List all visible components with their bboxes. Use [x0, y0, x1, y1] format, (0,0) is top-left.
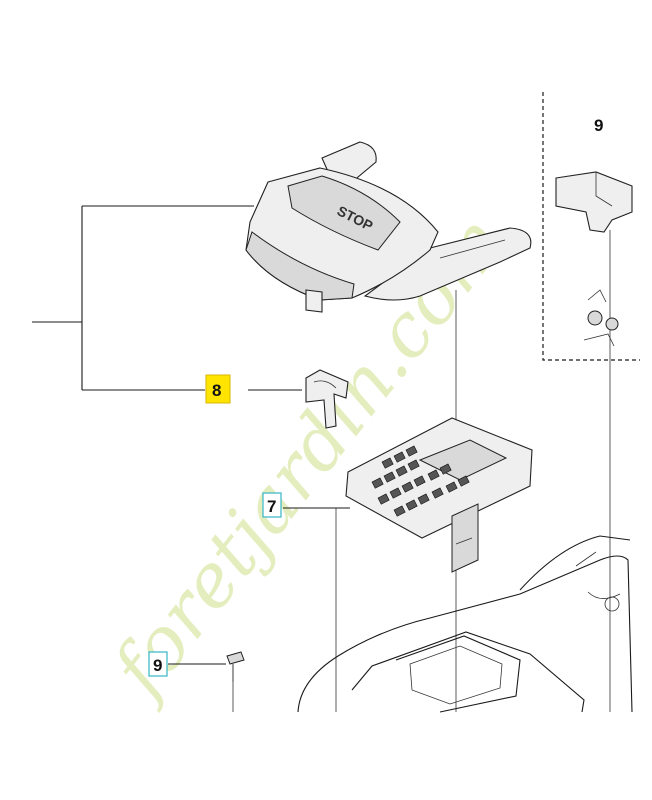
- screw-part: [226, 651, 245, 682]
- detail-box: [542, 92, 640, 361]
- callout-number: 9: [153, 656, 162, 675]
- callout-number: 9: [594, 116, 603, 135]
- callout-9-bottom: 9: [148, 651, 168, 677]
- keypad-keys: [371, 445, 470, 517]
- callout-9-top: 9: [594, 116, 603, 135]
- top-cover-part: STOP: [245, 141, 532, 313]
- callout-8: 8: [205, 374, 231, 404]
- callout-number: 8: [212, 381, 221, 400]
- clip-part: [305, 369, 349, 429]
- bracket-lines: [32, 205, 302, 391]
- spring-bracket-part: [555, 171, 633, 347]
- keypad-membrane-part: [345, 417, 533, 573]
- chassis-body: [297, 535, 633, 713]
- callout-number: 7: [267, 497, 276, 516]
- callout-7: 7: [262, 492, 282, 518]
